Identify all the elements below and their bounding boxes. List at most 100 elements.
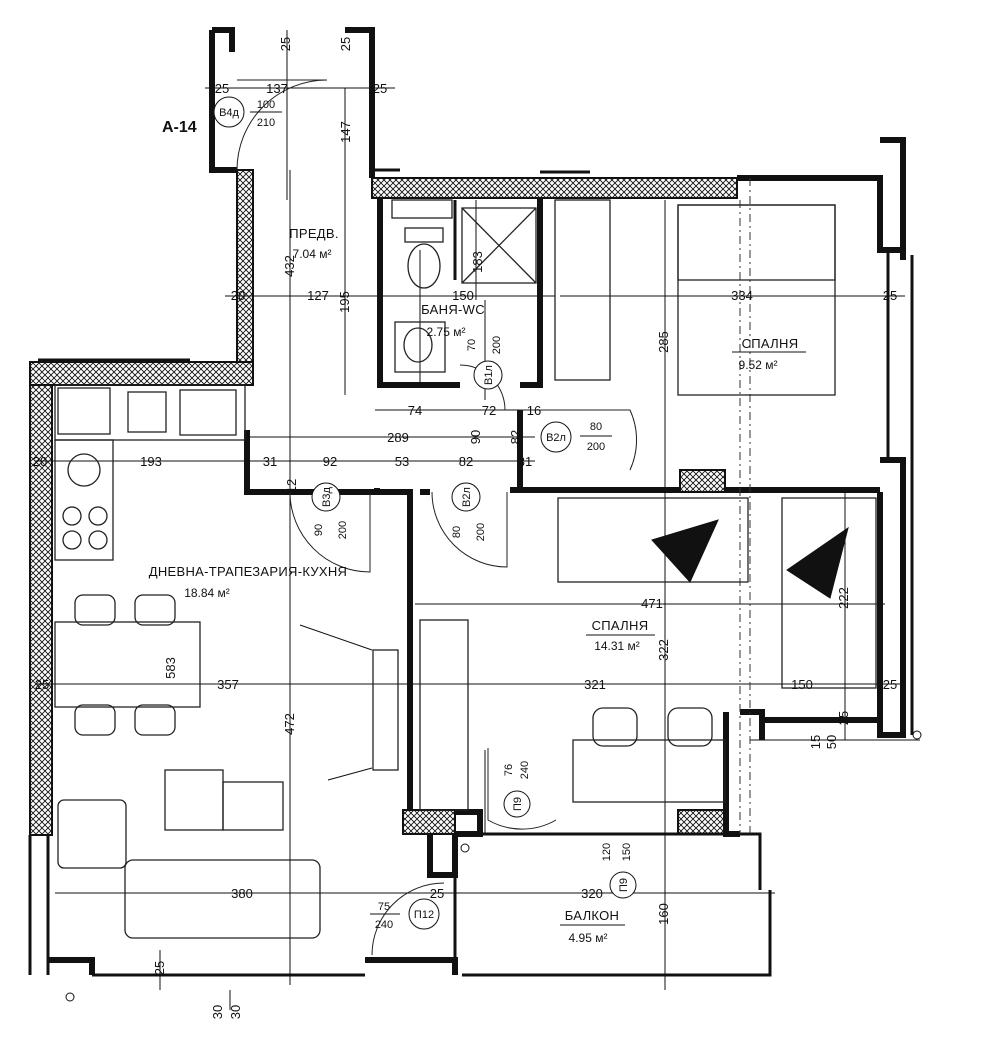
dimension-lines <box>35 30 920 1010</box>
svg-text:25: 25 <box>338 37 353 51</box>
svg-text:90: 90 <box>313 524 325 536</box>
svg-text:80: 80 <box>451 526 463 538</box>
svg-text:74: 74 <box>408 403 422 418</box>
wardrobe-hatching <box>419 199 611 811</box>
hatched-pier-bed <box>679 469 726 493</box>
svg-text:334: 334 <box>731 288 753 303</box>
svg-text:322: 322 <box>656 639 671 661</box>
room-bedroom-1: СПАЛНЯ 9.52 м² <box>732 336 806 372</box>
room-area: 2.75 м² <box>427 325 466 339</box>
svg-text:31: 31 <box>263 454 277 469</box>
svg-text:583: 583 <box>163 657 178 679</box>
svg-text:25: 25 <box>152 961 167 975</box>
door-tag-5: В2л 80 200 <box>451 482 487 541</box>
svg-text:15: 15 <box>808 735 823 749</box>
svg-text:183: 183 <box>470 251 485 273</box>
svg-text:25: 25 <box>35 677 49 692</box>
hatched-pier-bottom-left <box>402 809 456 835</box>
svg-text:432: 432 <box>282 255 297 277</box>
svg-text:90: 90 <box>468 430 483 444</box>
svg-text:В3д: В3д <box>321 486 333 506</box>
dimension-labels: 25 25 25 137 25 147 432 20 127 195 183 1… <box>33 37 897 1019</box>
svg-text:31: 31 <box>518 454 532 469</box>
svg-text:471: 471 <box>641 596 663 611</box>
svg-text:25: 25 <box>278 37 293 51</box>
svg-text:321: 321 <box>584 677 606 692</box>
svg-text:В2л: В2л <box>546 432 566 444</box>
hatched-pier-bottom-right <box>677 809 727 835</box>
door-swings <box>236 79 637 956</box>
svg-text:50: 50 <box>824 735 839 749</box>
svg-text:210: 210 <box>257 117 275 129</box>
svg-text:150: 150 <box>621 843 633 861</box>
room-area: 9.52 м² <box>739 358 778 372</box>
hatched-wall-top <box>371 177 738 199</box>
svg-text:150: 150 <box>791 677 813 692</box>
svg-text:147: 147 <box>338 121 353 143</box>
svg-text:289: 289 <box>387 430 409 445</box>
svg-text:70: 70 <box>466 339 478 351</box>
room-name: СПАЛНЯ <box>742 336 799 351</box>
door-tag-2: В1л 70 200 <box>466 336 503 390</box>
svg-text:76: 76 <box>503 764 515 776</box>
svg-text:200: 200 <box>491 336 503 354</box>
room-name: БАНЯ-WC <box>421 302 485 317</box>
svg-text:53: 53 <box>395 454 409 469</box>
svg-text:20: 20 <box>33 454 47 469</box>
svg-text:25: 25 <box>430 886 444 901</box>
door-tag-6: П9 76 240 <box>503 761 531 818</box>
svg-text:12: 12 <box>284 479 299 493</box>
apartment-label: А-14 <box>162 119 197 136</box>
svg-text:82: 82 <box>459 454 473 469</box>
svg-text:72: 72 <box>482 403 496 418</box>
svg-text:25: 25 <box>215 81 229 96</box>
hatched-wall-hall-left <box>236 169 254 386</box>
svg-text:200: 200 <box>337 521 349 539</box>
svg-text:240: 240 <box>519 761 531 779</box>
room-balcony: БАЛКОН 4.95 м² <box>560 908 625 945</box>
svg-text:П9: П9 <box>512 797 524 811</box>
svg-text:В4д: В4д <box>219 107 239 119</box>
svg-text:П12: П12 <box>414 909 434 921</box>
svg-text:25: 25 <box>836 711 851 725</box>
room-name: СПАЛНЯ <box>592 618 649 633</box>
door-tag-7: П9 120 150 <box>601 843 637 899</box>
svg-text:30: 30 <box>228 1005 243 1019</box>
svg-text:150: 150 <box>452 288 474 303</box>
markers <box>65 730 922 1002</box>
room-living: ДНЕВНА-ТРАПЕЗАРИЯ-КУХНЯ 18.84 м² <box>149 564 347 600</box>
svg-text:В1л: В1л <box>483 365 495 385</box>
door-tag-3: В2л 80 200 <box>540 421 612 453</box>
svg-text:137: 137 <box>266 81 288 96</box>
room-area: 18.84 м² <box>184 586 230 600</box>
svg-text:25: 25 <box>883 288 897 303</box>
door-tag-8: П12 75 240 <box>370 898 440 931</box>
svg-text:В2л: В2л <box>461 487 473 507</box>
svg-text:380: 380 <box>231 886 253 901</box>
room-name: ПРЕДВ. <box>289 226 339 241</box>
svg-text:30: 30 <box>210 1005 225 1019</box>
svg-text:472: 472 <box>282 713 297 735</box>
room-name: БАЛКОН <box>565 908 619 923</box>
svg-text:240: 240 <box>375 919 393 931</box>
svg-text:160: 160 <box>656 903 671 925</box>
svg-text:285: 285 <box>656 331 671 353</box>
svg-text:195: 195 <box>337 291 352 313</box>
svg-text:120: 120 <box>601 843 613 861</box>
svg-text:200: 200 <box>475 523 487 541</box>
svg-text:357: 357 <box>217 677 239 692</box>
svg-text:100: 100 <box>257 99 275 111</box>
hatched-wall-living-side <box>29 384 53 836</box>
room-area: 7.04 м² <box>293 247 332 261</box>
svg-text:25: 25 <box>883 677 897 692</box>
svg-text:127: 127 <box>307 288 329 303</box>
svg-text:222: 222 <box>836 587 851 609</box>
svg-text:20: 20 <box>231 288 245 303</box>
door-tag-1: В4д 100 210 <box>213 96 282 129</box>
svg-text:П9: П9 <box>618 878 630 892</box>
svg-text:25: 25 <box>373 81 387 96</box>
hatched-wall-living-left <box>29 361 254 386</box>
svg-text:82: 82 <box>508 430 523 444</box>
furniture <box>54 199 877 939</box>
